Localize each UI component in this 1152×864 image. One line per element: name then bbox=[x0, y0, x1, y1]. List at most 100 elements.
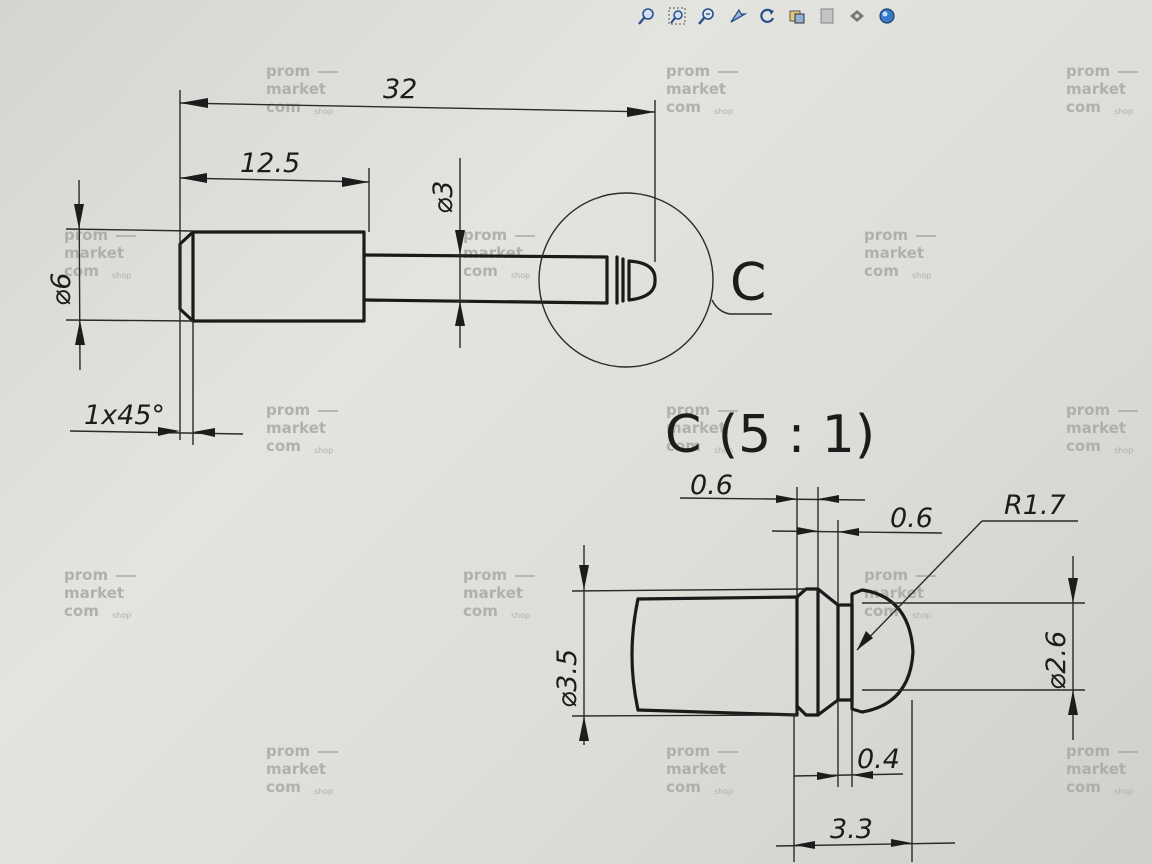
svg-text:prom: prom bbox=[266, 401, 310, 419]
detail-title: C (5 : 1) bbox=[665, 405, 875, 465]
svg-text:market: market bbox=[266, 80, 326, 98]
dim-line-32 bbox=[179, 102, 656, 113]
svg-text:com: com bbox=[463, 262, 498, 280]
svg-text:shop: shop bbox=[912, 271, 931, 280]
svg-text:prom: prom bbox=[266, 62, 310, 80]
svg-text:shop: shop bbox=[1114, 107, 1133, 116]
svg-text:market: market bbox=[1066, 80, 1126, 98]
svg-text:market: market bbox=[864, 244, 924, 262]
dim-text-32: 32 bbox=[383, 74, 417, 105]
svg-text:shop: shop bbox=[314, 107, 333, 116]
detail-head bbox=[850, 588, 915, 714]
svg-text:market: market bbox=[1066, 760, 1126, 778]
svg-text:shop: shop bbox=[511, 611, 530, 620]
dim-text-0-4: 0.4 bbox=[857, 744, 900, 775]
svg-text:com: com bbox=[1066, 437, 1101, 455]
detail-leader bbox=[711, 299, 772, 315]
svg-text:prom: prom bbox=[463, 566, 507, 584]
radius-leader bbox=[856, 520, 983, 651]
body-outline bbox=[178, 230, 366, 323]
dim-text-chamfer: 1x45° bbox=[84, 400, 165, 431]
svg-text:market: market bbox=[666, 760, 726, 778]
svg-text:shop: shop bbox=[912, 611, 931, 620]
dim-text-d3-5: ⌀3.5 bbox=[552, 649, 583, 708]
svg-text:prom: prom bbox=[1066, 401, 1110, 419]
svg-text:shop: shop bbox=[714, 107, 733, 116]
svg-text:prom: prom bbox=[1066, 62, 1110, 80]
svg-text:com: com bbox=[864, 262, 899, 280]
zoom-in-out-icon[interactable] bbox=[696, 5, 718, 27]
detail-view: C (5 : 1) 0.6 0.6 R1.7 ⌀3.5 bbox=[552, 405, 1085, 862]
dim-text-0-6-b: 0.6 bbox=[890, 503, 933, 534]
svg-text:shop: shop bbox=[112, 271, 131, 280]
svg-text:prom: prom bbox=[864, 226, 908, 244]
dim-text-d2-6: ⌀2.6 bbox=[1041, 631, 1072, 690]
detail-taper bbox=[816, 587, 840, 717]
svg-text:market: market bbox=[666, 419, 726, 437]
detail-circle bbox=[538, 192, 714, 368]
dim-text-d6: ⌀6 bbox=[46, 273, 77, 306]
svg-text:prom: prom bbox=[463, 226, 507, 244]
svg-text:prom: prom bbox=[64, 566, 108, 584]
zoom-to-fit-icon[interactable] bbox=[636, 5, 658, 27]
svg-text:shop: shop bbox=[314, 446, 333, 455]
appearance-icon[interactable] bbox=[876, 5, 898, 27]
svg-text:com: com bbox=[266, 437, 301, 455]
detail-shaft bbox=[636, 595, 799, 717]
dim-text-0-6-a: 0.6 bbox=[690, 470, 733, 501]
svg-text:market: market bbox=[1066, 419, 1126, 437]
display-style-icon[interactable] bbox=[786, 5, 808, 27]
svg-text:shop: shop bbox=[1114, 446, 1133, 455]
hide-show-icon[interactable] bbox=[816, 5, 838, 27]
svg-text:com: com bbox=[463, 602, 498, 620]
dim-line-0-4 bbox=[793, 773, 904, 777]
dim-line-chamfer bbox=[69, 430, 244, 435]
svg-text:com: com bbox=[1066, 98, 1101, 116]
dim-text-12-5: 12.5 bbox=[240, 148, 300, 179]
svg-text:market: market bbox=[266, 419, 326, 437]
svg-text:prom: prom bbox=[666, 62, 710, 80]
svg-text:market: market bbox=[64, 244, 124, 262]
zoom-area-icon[interactable] bbox=[666, 5, 688, 27]
detail-collar bbox=[795, 587, 820, 717]
pin-outline bbox=[362, 253, 609, 305]
svg-text:com: com bbox=[266, 778, 301, 796]
svg-text:market: market bbox=[64, 584, 124, 602]
cad-toolbar bbox=[636, 2, 898, 30]
svg-text:shop: shop bbox=[112, 611, 131, 620]
svg-text:prom: prom bbox=[666, 742, 710, 760]
svg-text:com: com bbox=[1066, 778, 1101, 796]
rotate-icon[interactable] bbox=[756, 5, 778, 27]
svg-text:market: market bbox=[864, 584, 924, 602]
detail-callout-label: C bbox=[730, 253, 766, 313]
detail-neck bbox=[836, 603, 854, 702]
svg-text:shop: shop bbox=[1114, 787, 1133, 796]
svg-text:shop: shop bbox=[714, 787, 733, 796]
svg-text:market: market bbox=[463, 244, 523, 262]
svg-text:prom: prom bbox=[666, 401, 710, 419]
ext-line-top-d6 bbox=[65, 228, 194, 232]
svg-text:shop: shop bbox=[314, 787, 333, 796]
select-icon[interactable] bbox=[726, 5, 748, 27]
svg-text:prom: prom bbox=[266, 742, 310, 760]
svg-text:prom: prom bbox=[64, 226, 108, 244]
svg-text:market: market bbox=[463, 584, 523, 602]
dim-text-r1-7: R1.7 bbox=[1004, 490, 1066, 521]
section-view-icon[interactable] bbox=[846, 5, 868, 27]
svg-text:com: com bbox=[666, 437, 701, 455]
